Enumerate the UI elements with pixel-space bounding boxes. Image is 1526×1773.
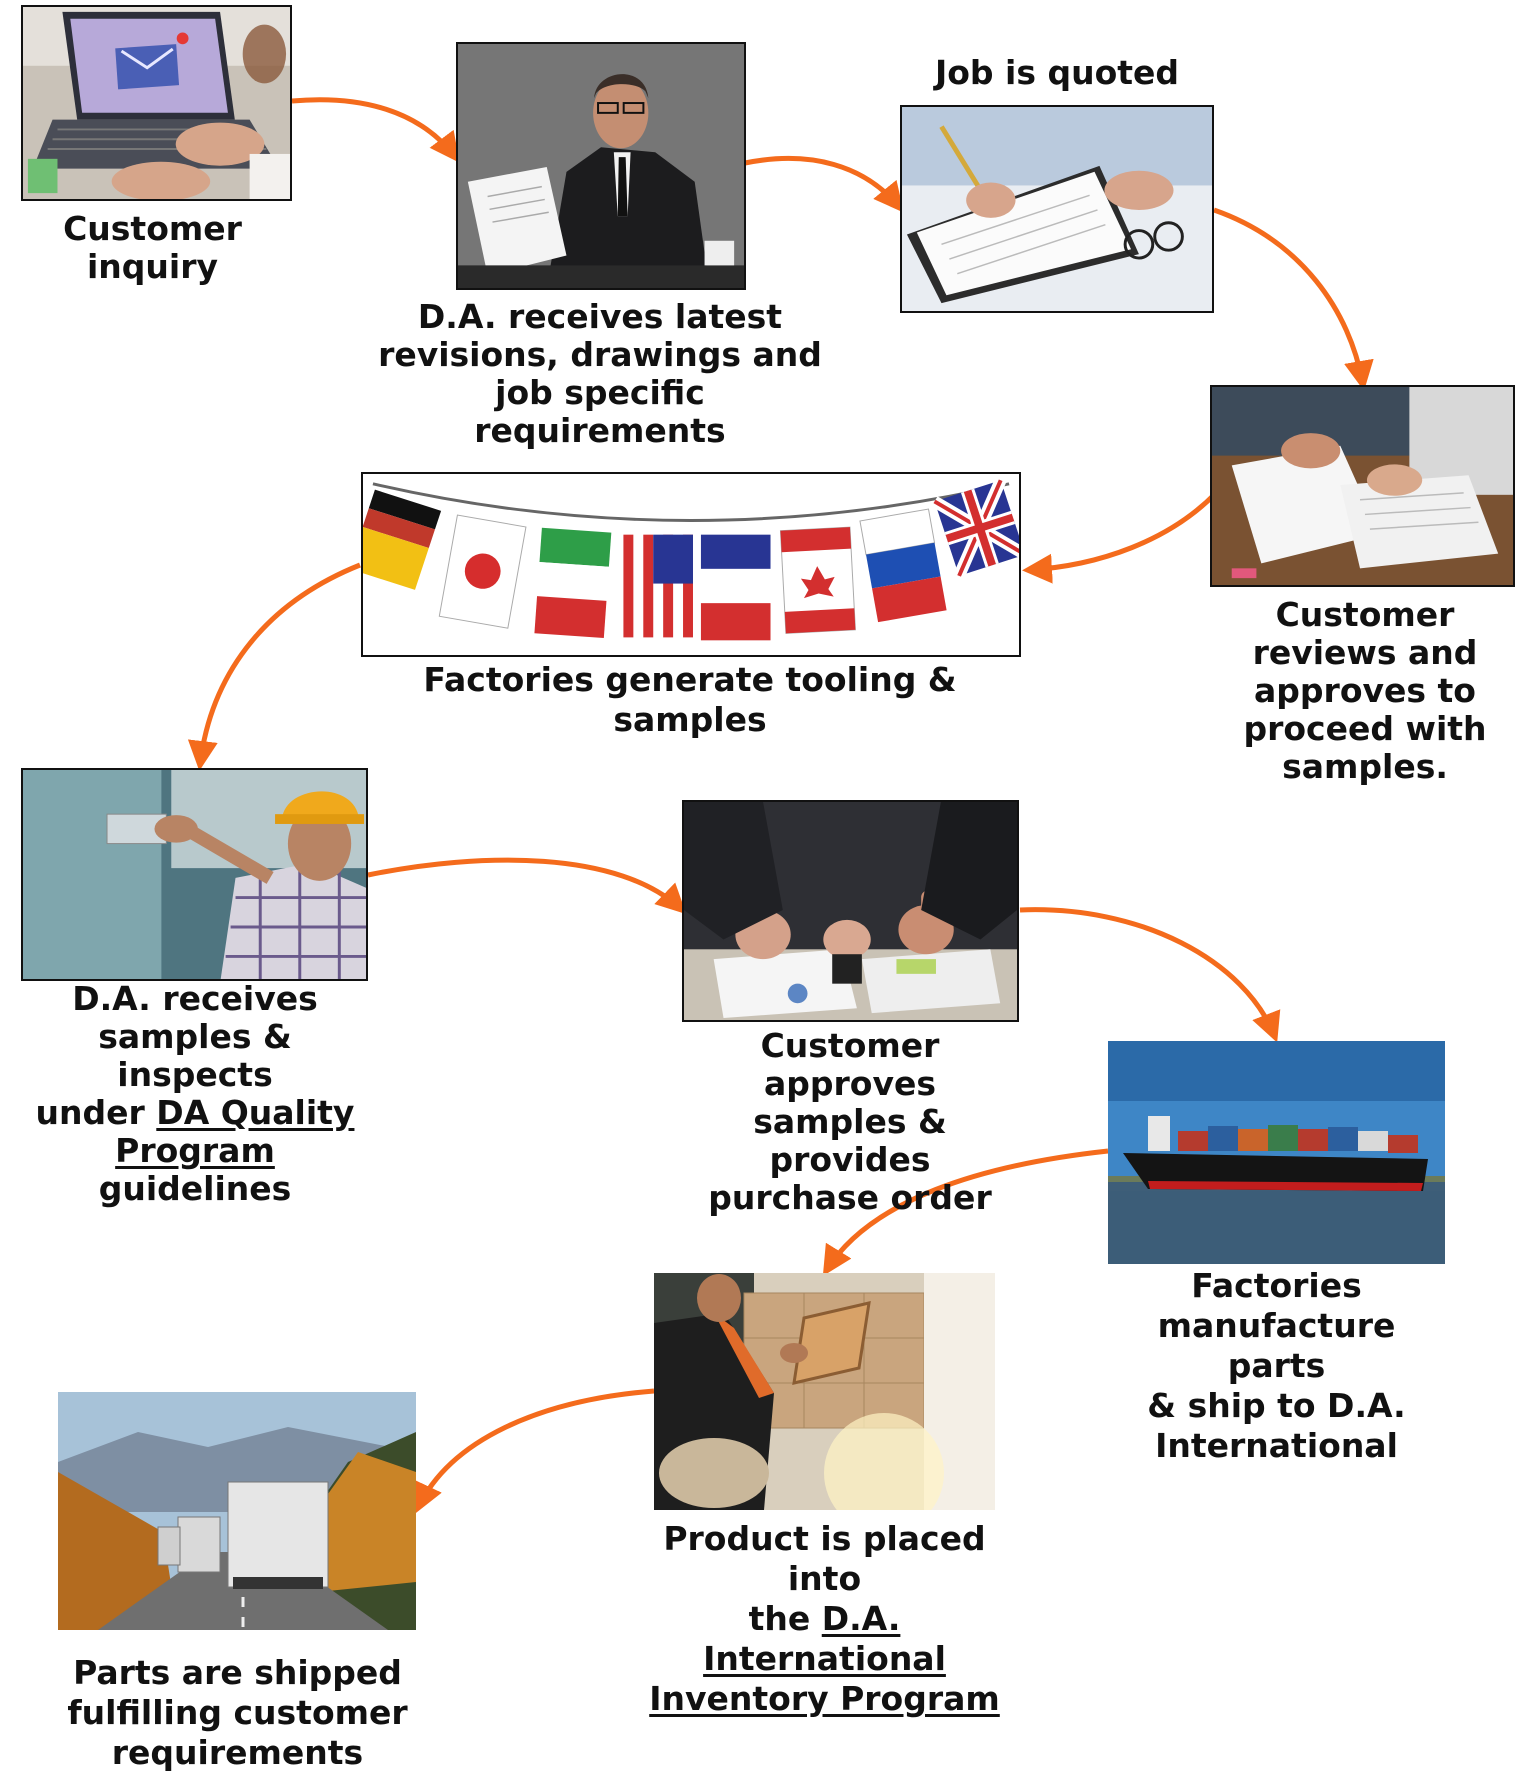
da-quality-program-link-cont[interactable]: Program [115, 1131, 275, 1170]
laptop-email-image [21, 5, 292, 201]
step-1-caption: Customer inquiry [63, 209, 242, 286]
step-4-caption: Customer reviews and approves to proceed… [1243, 595, 1487, 786]
arrow-3-to-4 [1213, 207, 1374, 391]
arrow-2-to-3 [744, 156, 904, 213]
international-flags-image [361, 472, 1021, 657]
step-5-caption: Factories generate tooling & samples [423, 660, 957, 739]
trucks-on-highway-image [58, 1392, 416, 1630]
step-6-caption: D.A. receives samples & inspects under D… [35, 979, 355, 1208]
step-8-caption: Factories manufacture parts & ship to D.… [1147, 1266, 1406, 1465]
arrow-7-to-8 [1019, 907, 1281, 1043]
step-7-caption: Customer approves samples & provides pur… [708, 1026, 992, 1217]
da-quality-program-link[interactable]: DA Quality [156, 1093, 355, 1132]
thumbs-up-stamp-image [682, 800, 1019, 1022]
warehouse-worker-image [654, 1273, 995, 1510]
signing-document-image [900, 105, 1214, 313]
arrow-6-to-7 [367, 857, 687, 915]
da-inventory-program-link-cont[interactable]: Inventory Program [649, 1679, 1000, 1718]
step-9-caption: Product is placed into the D.A. Internat… [649, 1519, 1000, 1718]
arrow-4-to-5 [1022, 491, 1218, 584]
step-3-caption: Job is quoted [934, 53, 1180, 92]
arrow-5-to-6 [187, 562, 361, 771]
businessman-reading-image [456, 42, 746, 290]
container-ship-image [1108, 1041, 1445, 1264]
inspector-with-part-image [21, 768, 368, 981]
step-2-caption: D.A. receives latest revisions, drawings… [378, 297, 822, 450]
arrow-9-to-10 [414, 1388, 655, 1514]
step-10-caption: Parts are shipped fulfilling customer re… [67, 1653, 408, 1772]
arrow-1-to-2 [291, 97, 460, 163]
da-inventory-program-link[interactable]: D.A. International [703, 1599, 946, 1678]
document-review-image [1210, 385, 1515, 587]
